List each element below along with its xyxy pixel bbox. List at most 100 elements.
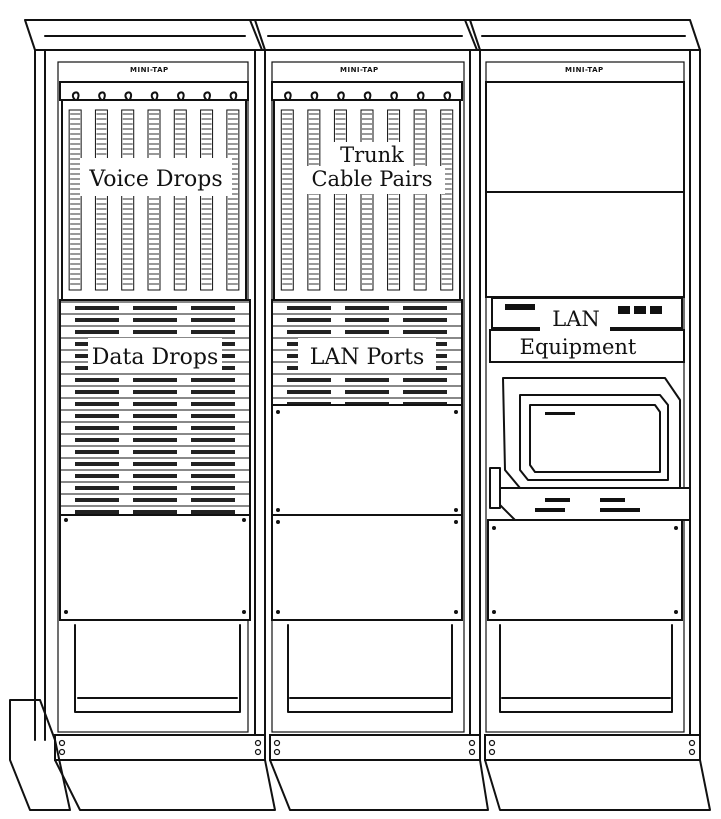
- port-slot: [75, 498, 119, 502]
- punch-column: [281, 110, 293, 290]
- punch-column: [69, 110, 81, 290]
- port-slot: [403, 318, 447, 322]
- data-drops-label: Data Drops: [92, 345, 218, 370]
- rack1-top-tag: MINI-TAP: [130, 66, 169, 74]
- port-slot: [403, 330, 447, 334]
- port-slot: [191, 438, 235, 442]
- voice-drops-label: Voice Drops: [88, 167, 222, 192]
- port-slot: [191, 318, 235, 322]
- port-slot: [133, 462, 177, 466]
- port-slot: [191, 510, 235, 514]
- base-hole: [60, 741, 65, 746]
- port-slot: [133, 450, 177, 454]
- screw: [242, 518, 246, 522]
- port-slot: [191, 498, 235, 502]
- base-hole: [690, 741, 695, 746]
- port-slot: [287, 378, 331, 382]
- port-slot: [133, 390, 177, 394]
- port-slot: [133, 486, 177, 490]
- port-slot: [75, 462, 119, 466]
- port-slot: [191, 486, 235, 490]
- port-slot: [345, 306, 389, 310]
- port-slot: [287, 330, 331, 334]
- punch-column: [308, 110, 320, 290]
- port-slot: [133, 330, 177, 334]
- rack3-top-tag: MINI-TAP: [565, 66, 604, 74]
- screw: [64, 518, 68, 522]
- port-slot: [191, 378, 235, 382]
- screw: [276, 508, 280, 512]
- punch-column: [388, 110, 400, 290]
- lan-label: LAN: [552, 307, 600, 331]
- port-slot: [75, 378, 119, 382]
- base-hole: [470, 750, 475, 755]
- base-hole: [490, 741, 495, 746]
- port-slot: [191, 414, 235, 418]
- punch-column: [414, 110, 426, 290]
- port-slot: [75, 450, 119, 454]
- cable-pairs-label: Cable Pairs: [311, 167, 432, 191]
- base-hole: [275, 741, 280, 746]
- screw: [64, 610, 68, 614]
- punch-column: [122, 110, 134, 290]
- port-slot: [75, 486, 119, 490]
- punch-column: [361, 110, 373, 290]
- port-slot: [191, 306, 235, 310]
- port-slot: [287, 306, 331, 310]
- base-hole: [690, 750, 695, 755]
- port-slot: [133, 402, 177, 406]
- equipment-label: Equipment: [520, 335, 637, 359]
- screw: [674, 610, 678, 614]
- rack-tags: MINI-TAP MINI-TAP MINI-TAP: [130, 66, 604, 74]
- port-slot: [75, 402, 119, 406]
- port-slot: [345, 378, 389, 382]
- port-slot: [345, 330, 389, 334]
- punch-column: [441, 110, 453, 290]
- punch-column: [334, 110, 346, 290]
- screw: [454, 520, 458, 524]
- port-slot: [75, 318, 119, 322]
- port-slot: [133, 474, 177, 478]
- punch-column: [227, 110, 239, 290]
- port-slot: [403, 378, 447, 382]
- port-slot: [75, 414, 119, 418]
- port-slot: [133, 318, 177, 322]
- punch-column: [148, 110, 160, 290]
- port-slot: [191, 462, 235, 466]
- port-slot: [191, 426, 235, 430]
- port-slot: [403, 306, 447, 310]
- port-slot: [75, 438, 119, 442]
- screw: [492, 610, 496, 614]
- base-hole: [275, 750, 280, 755]
- base-hole: [256, 750, 261, 755]
- port-slot: [133, 498, 177, 502]
- port-slot: [133, 510, 177, 514]
- port-slot: [287, 318, 331, 322]
- rack2-top-tag: MINI-TAP: [340, 66, 379, 74]
- port-slot: [75, 426, 119, 430]
- port-slot: [191, 450, 235, 454]
- punch-column: [95, 110, 107, 290]
- port-slot: [133, 378, 177, 382]
- punch-column: [201, 110, 213, 290]
- base-hole: [470, 741, 475, 746]
- port-slot: [133, 414, 177, 418]
- rack1-patch-panels: [60, 300, 250, 515]
- port-slot: [191, 390, 235, 394]
- screw: [276, 520, 280, 524]
- screw: [674, 526, 678, 530]
- screw: [454, 610, 458, 614]
- port-slot: [75, 390, 119, 394]
- port-slot: [345, 318, 389, 322]
- screw: [454, 508, 458, 512]
- port-slot: [287, 390, 331, 394]
- base-hole: [256, 741, 261, 746]
- rack-bases: [10, 625, 710, 810]
- port-slot: [133, 426, 177, 430]
- screw: [454, 410, 458, 414]
- port-slot: [75, 306, 119, 310]
- port-slot: [75, 510, 119, 514]
- screw: [492, 526, 496, 530]
- port-slot: [345, 390, 389, 394]
